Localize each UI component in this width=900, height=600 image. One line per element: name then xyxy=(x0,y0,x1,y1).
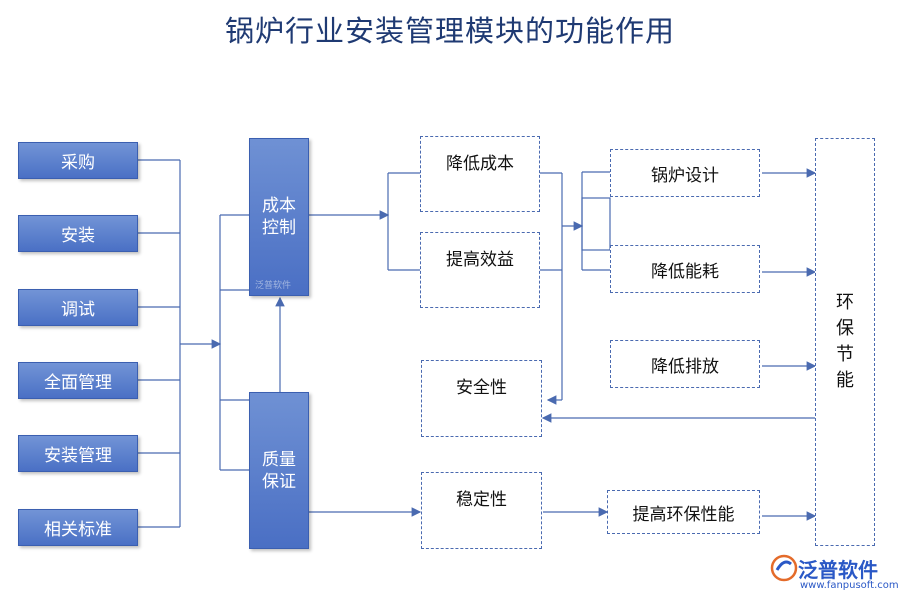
node-env-energy: 环保节能 xyxy=(815,138,875,546)
node-improve-env: 提高环保性能 xyxy=(607,490,760,534)
node-related-standards: 相关标准 xyxy=(18,509,138,546)
env-energy-label: 环保节能 xyxy=(836,292,854,391)
node-cost-control: 成本控制 xyxy=(249,138,309,296)
node-stability: 稳定性 xyxy=(421,472,542,549)
logo-url: www.fanpusoft.com xyxy=(800,580,899,591)
node-reduce-energy: 降低能耗 xyxy=(610,245,760,293)
node-procurement: 采购 xyxy=(18,142,138,179)
diagram-title: 锅炉行业安装管理模块的功能作用 xyxy=(224,14,675,48)
node-improve-benefit: 提高效益 xyxy=(420,232,540,308)
node-reduce-cost: 降低成本 xyxy=(420,136,540,212)
node-installation: 安装 xyxy=(18,215,138,252)
watermark-logo: 泛普软件 xyxy=(255,281,292,291)
brand-logo: 泛普软件 www.fanpusoft.com xyxy=(770,552,899,596)
logo-icon xyxy=(770,554,798,582)
node-safety: 安全性 xyxy=(421,360,542,437)
node-commissioning: 调试 xyxy=(18,289,138,326)
node-reduce-emission: 降低排放 xyxy=(610,340,760,388)
cost-control-label: 成本控制 xyxy=(262,196,296,238)
node-overall-management: 全面管理 xyxy=(18,362,138,399)
node-boiler-design: 锅炉设计 xyxy=(610,149,760,197)
node-quality-assurance: 质量保证 xyxy=(249,392,309,549)
logo-name: 泛普软件 xyxy=(798,558,878,582)
quality-label: 质量保证 xyxy=(262,449,296,492)
node-installation-management: 安装管理 xyxy=(18,435,138,472)
